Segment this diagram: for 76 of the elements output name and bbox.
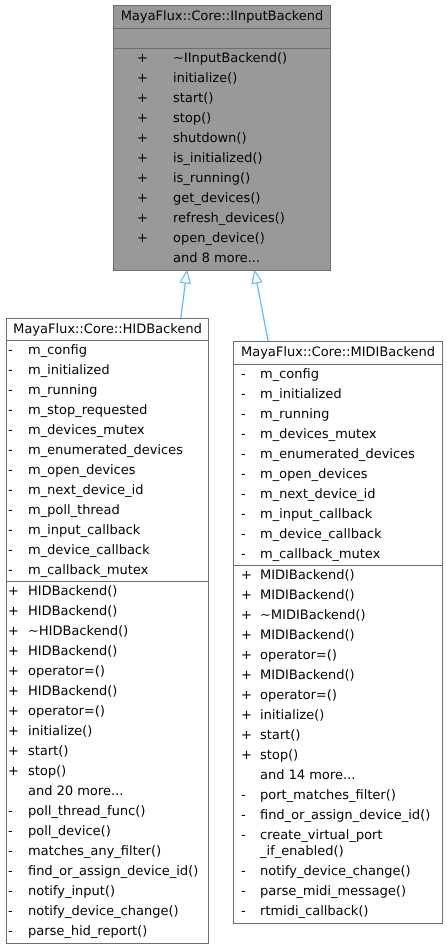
class-name: MayaFlux::Core::IInputBackend [120,8,324,26]
inheritance-arrow [180,270,191,318]
more-members-note: and 20 more... [27,783,124,801]
method-entry: - find_or_assign_device_id() [7,863,200,881]
attribute-entry: - m_config [240,366,320,384]
attribute-entry: - m_config [7,342,88,360]
method-entry: + start() [7,743,70,761]
method-entry: - notify_device_change() [7,903,180,921]
method-entry: - parse_hid_report() [7,923,148,941]
method-entry: + MIDIBackend() [240,627,356,645]
more-members-note: and 14 more... [259,767,356,785]
method-entry: + start() [240,727,302,745]
class-name: MayaFlux::Core::MIDIBackend [240,344,436,362]
class-box [113,5,331,271]
method-entry: + MIDIBackend() [240,667,356,685]
method-entry: + refresh_devices() [136,210,286,228]
method-entry: + stop() [7,763,68,781]
method-entry: + open_device() [136,230,266,248]
class-name: MayaFlux::Core::HIDBackend [12,321,203,339]
method-entry: + HIDBackend() [7,603,118,621]
attribute-entry: - m_poll_thread [7,502,121,520]
method-entry: - port_matches_filter() [240,787,397,805]
method-entry: + MIDIBackend() [240,567,356,585]
attribute-entry: - m_open_devices [7,462,137,480]
attribute-entry: - m_device_callback [7,542,151,560]
method-entry: + get_devices() [136,190,262,208]
method-entry: + start() [136,90,214,108]
more-members-note: and 8 more... [172,250,262,268]
method-entry: + ~IInputBackend() [136,50,288,68]
method-entry: + initialize() [7,723,94,741]
attribute-entry: - m_device_callback [240,526,383,544]
method-entry: + is_running() [136,170,252,188]
method-entry: + HIDBackend() [7,643,118,661]
method-entry: - rtmidi_callback() [240,903,370,921]
attribute-entry: - m_input_callback [240,506,374,524]
method-entry: + stop() [240,747,300,765]
attribute-entry: - m_stop_requested [7,402,148,420]
method-entry: + initialize() [240,707,326,725]
method-entry: + ~HIDBackend() [7,623,130,641]
method-entry: + MIDIBackend() [240,587,356,605]
inheritance-arrow [251,270,269,342]
attribute-entry: - m_open_devices [240,466,369,484]
method-entry: - parse_midi_message() [240,883,408,901]
method-entry: - find_or_assign_device_id() [240,807,432,825]
attribute-entry: - m_input_callback [7,522,142,540]
method-entry: + HIDBackend() [7,683,118,701]
attribute-entry: - m_initialized [7,362,111,380]
class-box [233,341,443,924]
class-box [6,318,209,944]
method-entry: - notify_device_change() [240,863,412,881]
attribute-entry: - m_next_device_id [240,486,377,504]
attribute-entry: - m_running [240,406,330,424]
attribute-entry: - m_devices_mutex [240,426,378,444]
method-entry: + stop() [136,110,212,128]
attribute-entry: - m_enumerated_devices [240,446,416,464]
method-entry: + shutdown() [136,130,248,148]
method-entry: + initialize() [136,70,238,88]
attribute-entry: - m_callback_mutex [240,546,382,564]
method-entry: - poll_thread_func() [7,803,146,821]
method-entry: - create_virtual_port _if_enabled() [240,827,384,861]
attribute-entry: - m_callback_mutex [7,562,150,580]
method-entry: - poll_device() [7,823,112,841]
method-entry: + operator=() [240,687,338,705]
attribute-entry: - m_initialized [240,386,343,404]
method-entry: + operator=() [7,663,106,681]
attribute-entry: - m_devices_mutex [7,422,146,440]
method-entry: - notify_input() [7,883,116,901]
attribute-entry: - m_enumerated_devices [7,442,184,460]
method-entry: + operator=() [240,647,338,665]
attribute-entry: - m_next_device_id [7,482,145,500]
method-entry: + HIDBackend() [7,583,118,601]
method-entry: + ~MIDIBackend() [240,607,367,625]
method-entry: - matches_any_filter() [7,843,162,861]
method-entry: + is_initialized() [136,150,264,168]
attribute-entry: - m_running [7,382,98,400]
method-entry: + operator=() [7,703,106,721]
